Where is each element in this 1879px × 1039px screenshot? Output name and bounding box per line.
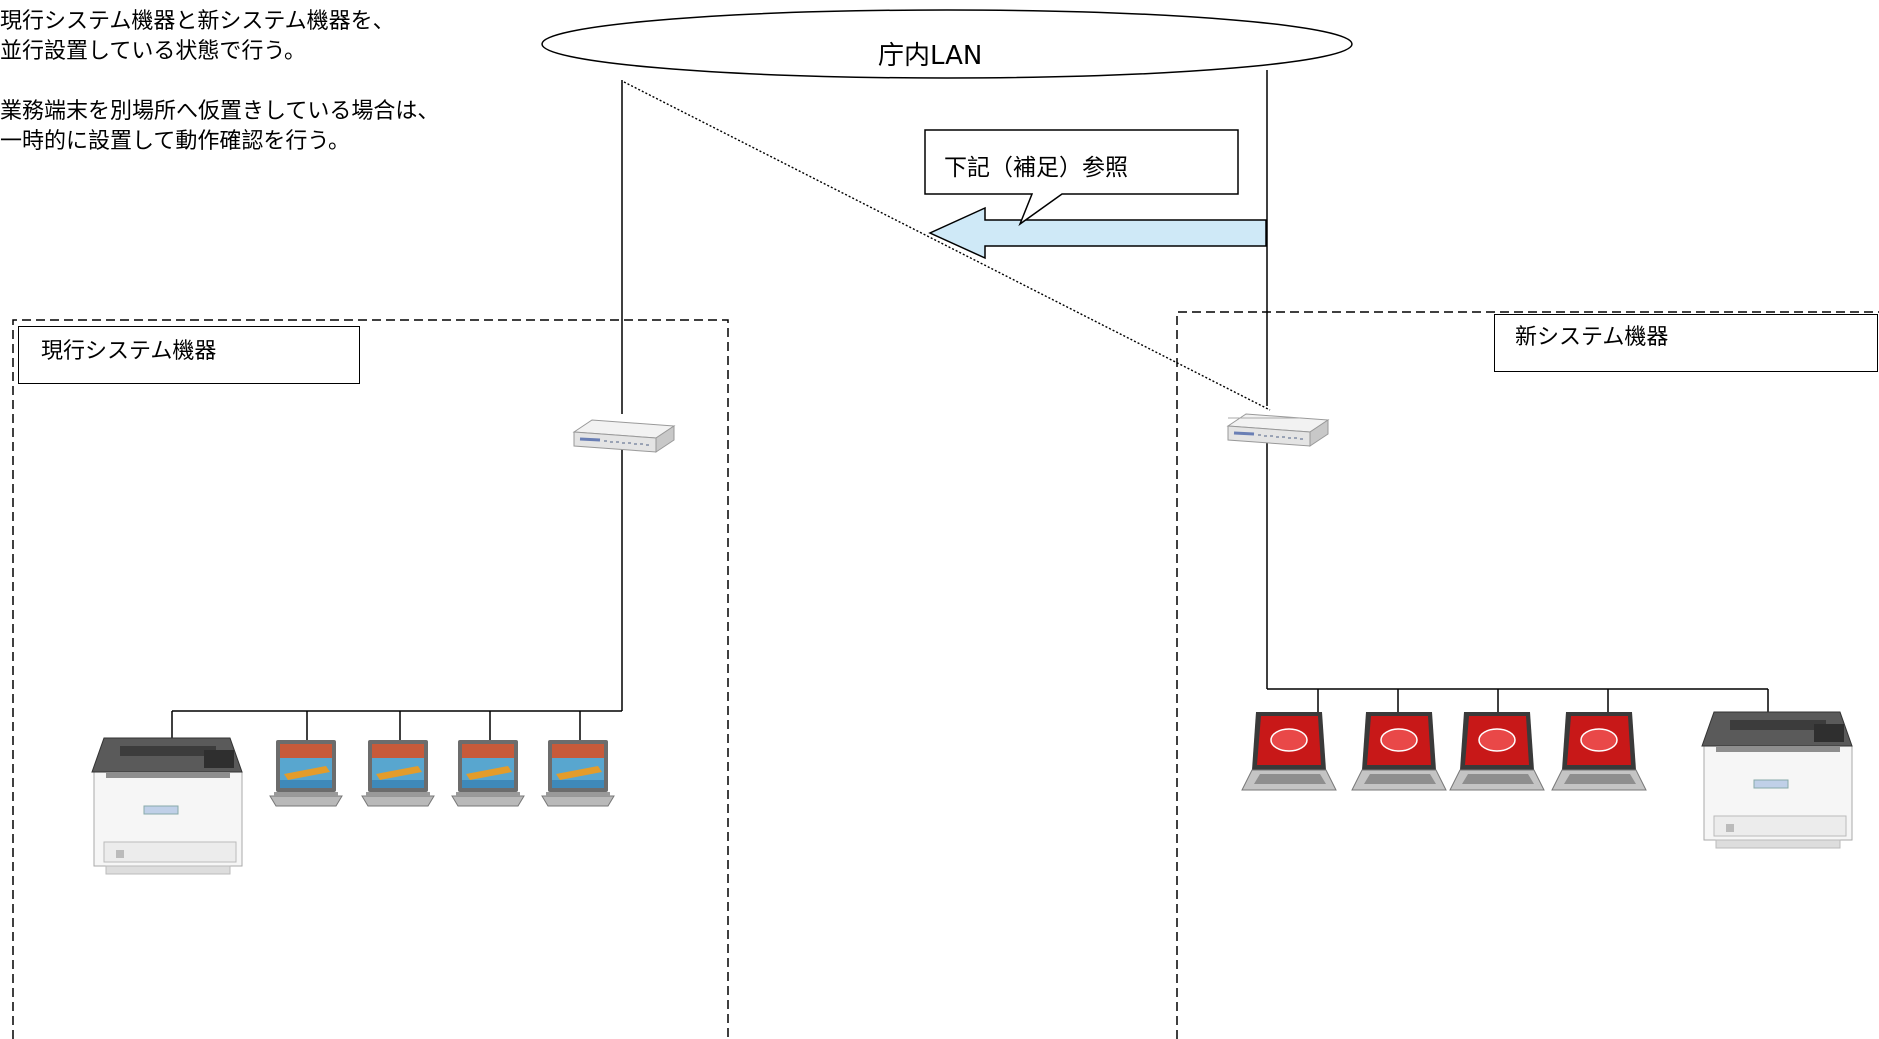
current-laptop-2	[361, 739, 435, 807]
new-laptop-4	[1551, 711, 1647, 791]
current-system-label-box: 現行システム機器	[18, 326, 360, 384]
current-laptop-4	[541, 739, 615, 807]
new-switch	[1226, 412, 1330, 448]
current-printer	[91, 737, 243, 875]
current-system-label: 現行システム機器	[41, 339, 217, 364]
new-printer	[1701, 711, 1853, 849]
new-laptop-1	[1241, 711, 1337, 791]
current-laptop-1	[269, 739, 343, 807]
current-system-boundary	[12, 319, 729, 1039]
dotted-connection	[623, 81, 1271, 411]
new-system-boundary	[1176, 311, 1879, 1039]
lan-label: 庁内LAN	[878, 41, 983, 71]
current-switch	[572, 418, 676, 454]
note-line-1: 現行システム機器と新システム機器を、	[0, 9, 395, 34]
note-line-4: 一時的に設置して動作確認を行う。	[0, 129, 351, 154]
note-line-3: 業務端末を別場所へ仮置きしている場合は、	[0, 99, 440, 124]
new-system-label: 新システム機器	[1515, 325, 1669, 350]
current-laptop-3	[451, 739, 525, 807]
callout-label: 下記（補足）参照	[944, 155, 1128, 181]
new-laptop-2	[1351, 711, 1447, 791]
lan-ellipse	[541, 9, 1353, 79]
left-arrow	[928, 206, 1267, 260]
new-laptop-3	[1449, 711, 1545, 791]
note-line-2: 並行設置している状態で行う。	[0, 39, 307, 64]
new-system-label-box: 新システム機器	[1494, 314, 1878, 372]
callout-box-shape	[924, 129, 1239, 227]
